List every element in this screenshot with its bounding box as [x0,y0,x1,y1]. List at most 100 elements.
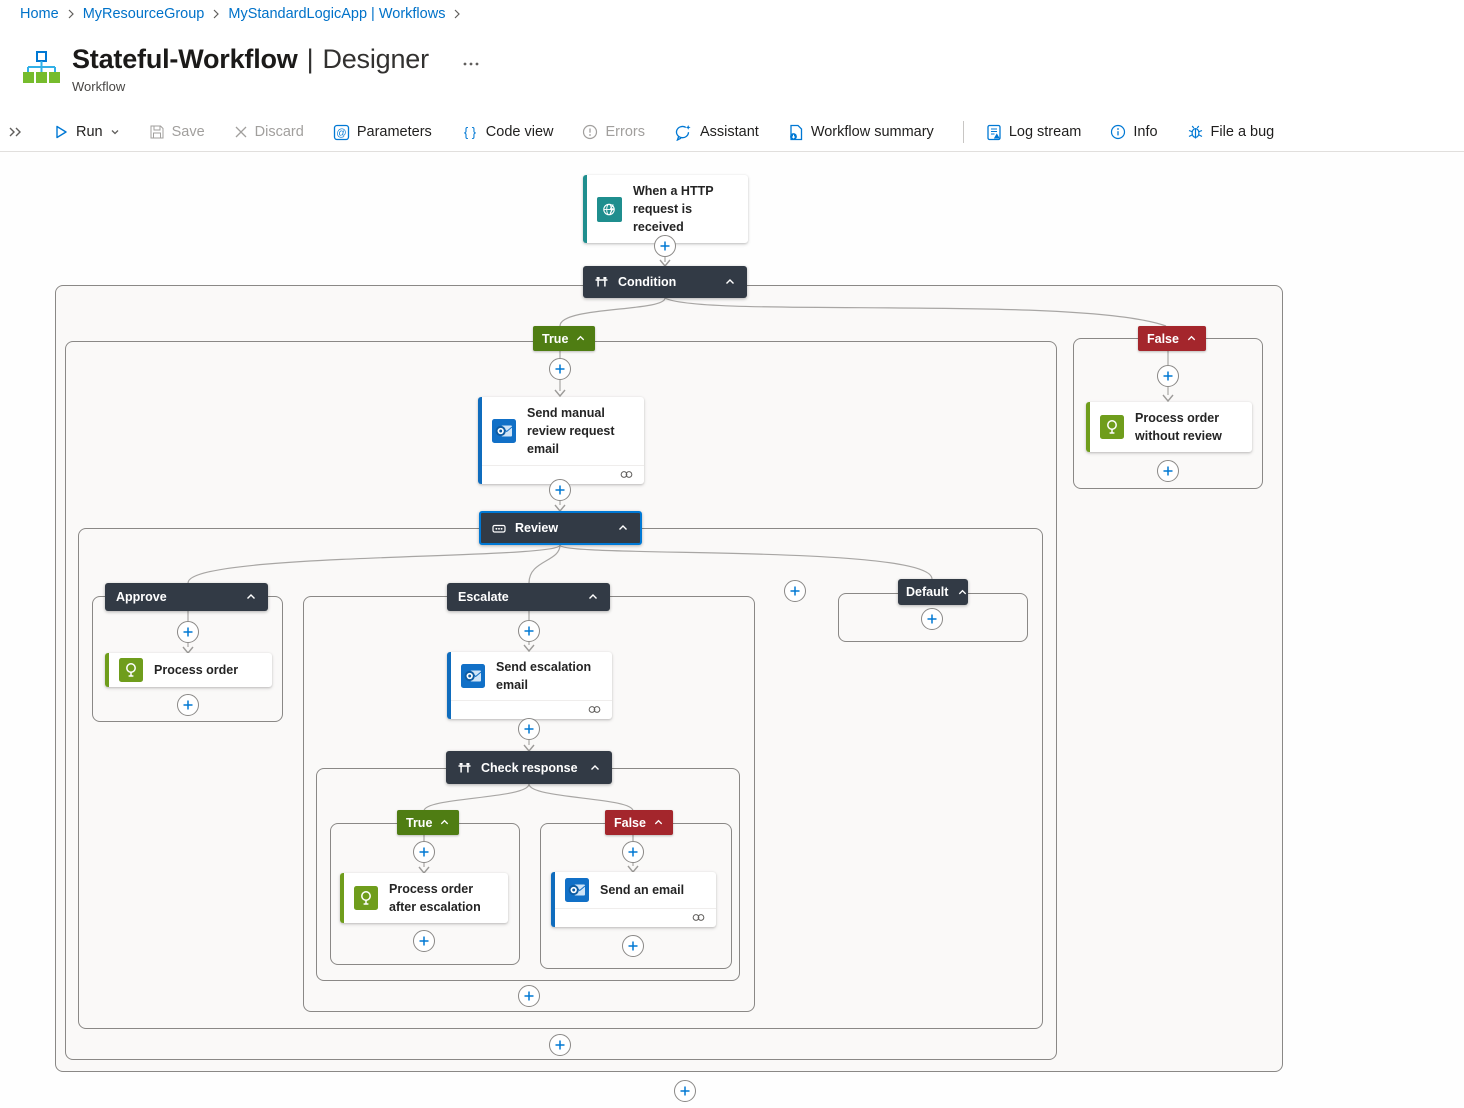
info-button[interactable]: Info [1110,124,1158,140]
chevron-right-icon [66,9,76,19]
escalate-case-node[interactable]: Escalate [447,583,610,611]
switch-icon [492,522,506,535]
action-label: Process order after escalation [389,882,481,915]
code-view-label: Code view [485,124,554,140]
action-send-manual-review-request-email[interactable]: Send manual review request email [478,397,644,485]
action-send-an-email[interactable]: Send an email [551,872,716,927]
breadcrumb-logic-app-link[interactable]: MyStandardLogicApp | Workflows [228,6,446,22]
check-response-node[interactable]: Check response [446,751,612,784]
connection-icon [587,701,602,719]
run-label: Run [76,124,103,140]
chevron-up-icon[interactable] [1186,333,1197,344]
add-action-button[interactable] [549,358,571,380]
escalate-label: Escalate [458,590,509,604]
errors-label: Errors [605,124,645,140]
collapse-menu-icon[interactable] [8,126,23,138]
add-action-button[interactable] [674,1080,696,1102]
summary-document-icon [789,124,802,140]
add-action-button[interactable] [518,620,540,642]
log-stream-button[interactable]: Log stream [986,124,1081,141]
default-case-node[interactable]: Default [898,579,968,605]
workflow-icon [23,51,60,83]
log-stream-icon [987,124,1001,140]
true-label: True [542,331,569,346]
add-action-button[interactable] [1157,365,1179,387]
approve-label: Approve [116,590,167,604]
action-accent-bar [105,653,109,687]
add-action-button[interactable] [622,935,644,957]
file-a-bug-button[interactable]: File a bug [1187,124,1274,140]
outlook-icon [461,664,485,689]
chevron-up-icon[interactable] [653,817,664,828]
parameters-button[interactable]: @ Parameters [333,124,432,141]
trigger-label: When a HTTP request is received [633,184,714,235]
process-icon [1100,415,1124,440]
breadcrumb-home-link[interactable]: Home [20,6,59,22]
add-case-button[interactable] [784,580,806,602]
connection-icon [691,909,706,927]
chevron-up-icon[interactable] [587,591,599,603]
action-process-order-after-escalation[interactable]: Process order after escalation [340,873,508,924]
play-icon [56,125,67,139]
braces-icon: { } [464,125,477,140]
action-label: Send escalation email [496,660,592,693]
chevron-up-icon[interactable] [724,276,736,288]
add-action-button[interactable] [1157,460,1179,482]
condition-node[interactable]: Condition [583,266,747,298]
chevron-up-icon[interactable] [617,522,629,534]
discard-button[interactable]: Discard [234,124,304,140]
action-process-order-without-review[interactable]: Process order without review [1086,402,1252,453]
title-divider: | [306,44,314,74]
chevron-up-icon[interactable] [589,762,601,774]
run-button[interactable]: Run [53,124,120,140]
add-action-button[interactable] [177,694,199,716]
condition-true-badge[interactable]: True [533,326,596,351]
http-request-icon [597,196,622,222]
add-action-button[interactable] [413,841,435,863]
action-label: Send manual review request email [527,406,615,457]
add-action-button[interactable] [549,479,571,501]
review-switch-node[interactable]: Review [479,511,642,545]
approve-case-node[interactable]: Approve [105,583,268,611]
add-action-button[interactable] [921,608,943,630]
check-true-badge[interactable]: True [397,810,460,835]
action-send-escalation-email[interactable]: Send escalation email [447,652,612,720]
info-icon [1111,124,1126,140]
workflow-summary-button[interactable]: Workflow summary [788,124,934,141]
add-action-button[interactable] [177,621,199,643]
action-label: Process order [154,662,239,677]
code-view-button[interactable]: { } Code view [461,124,554,140]
discard-label: Discard [254,124,304,140]
condition-false-badge[interactable]: False [1138,326,1206,351]
more-options-icon[interactable] [463,54,479,72]
trigger-when-http-request-received[interactable]: When a HTTP request is received [583,175,748,244]
error-icon [583,124,598,140]
condition-icon [594,275,609,289]
add-action-button[interactable] [622,841,644,863]
action-process-order[interactable]: Process order [105,653,272,687]
action-accent-bar [1086,402,1090,453]
workflow-summary-label: Workflow summary [810,124,934,140]
chevron-up-icon[interactable] [245,591,257,603]
add-action-button[interactable] [654,235,676,257]
add-action-button[interactable] [413,930,435,952]
add-action-button[interactable] [549,1034,571,1056]
designer-canvas[interactable]: When a HTTP request is received Conditio… [0,152,1464,1108]
save-button[interactable]: Save [149,124,205,140]
add-action-button[interactable] [518,718,540,740]
parameters-label: Parameters [356,124,432,140]
chevron-up-icon[interactable] [957,587,968,598]
trigger-accent-bar [583,175,587,244]
check-false-badge[interactable]: False [605,810,673,835]
false-label: False [1147,331,1179,346]
chevron-up-icon[interactable] [575,333,586,344]
workflow-name: Stateful-Workflow [72,44,298,74]
assistant-button[interactable]: Assistant [674,124,759,141]
add-action-button[interactable] [518,985,540,1007]
default-label: Default [906,585,949,599]
chevron-up-icon[interactable] [439,817,450,828]
command-bar: Run Save Discard @ Parameters { } Code v… [0,113,1464,152]
errors-button[interactable]: Errors [582,124,645,140]
action-label: Send an email [600,882,685,897]
breadcrumb-resource-group-link[interactable]: MyResourceGroup [82,6,205,22]
